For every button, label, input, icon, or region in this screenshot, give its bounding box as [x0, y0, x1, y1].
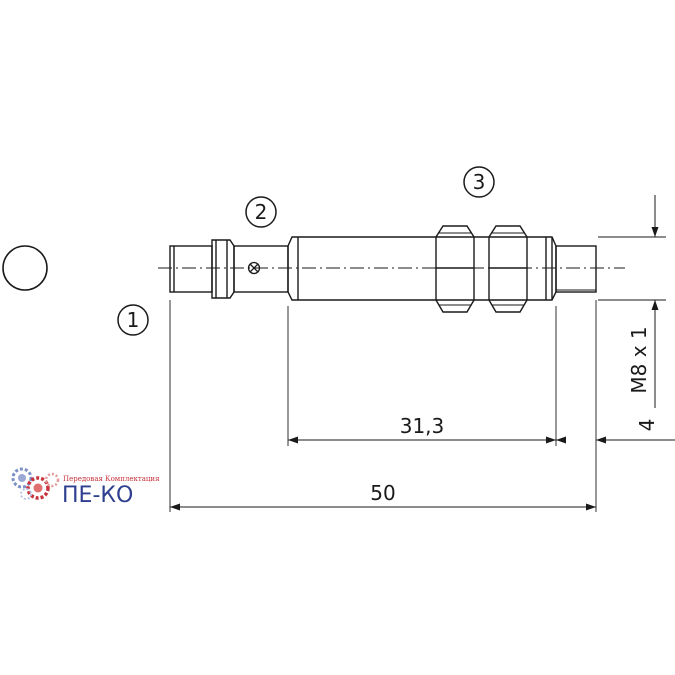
led-section [233, 245, 289, 293]
dimension-lines [170, 195, 675, 511]
dim-thread-spec: M8 x 1 [627, 326, 651, 393]
nut-1 [435, 225, 475, 313]
callout-2-label: 2 [255, 200, 268, 224]
dim-thread-length: 31,3 [400, 414, 445, 438]
dim-face-offset: 4 [635, 419, 659, 432]
sensor-body [169, 225, 597, 313]
logo: Передовая Комплектация ПЕ-КО [11, 467, 160, 508]
extension-lines [169, 236, 666, 512]
callout-1-label: 1 [127, 308, 140, 332]
callout-1: 1 [117, 304, 149, 336]
logo-tagline: Передовая Комплектация [63, 475, 160, 483]
dim-overall-length: 50 [370, 481, 395, 505]
nut-2 [488, 225, 528, 313]
indicator-circle-symbol [2, 245, 48, 291]
callout-2: 2 [245, 196, 277, 228]
logo-name: ПЕ-КО [62, 483, 133, 508]
callout-3-label: 3 [473, 170, 486, 194]
connector-section [169, 245, 213, 293]
logo-gears-icon [11, 467, 60, 500]
sensing-face [555, 245, 597, 293]
callout-3: 3 [463, 166, 495, 198]
